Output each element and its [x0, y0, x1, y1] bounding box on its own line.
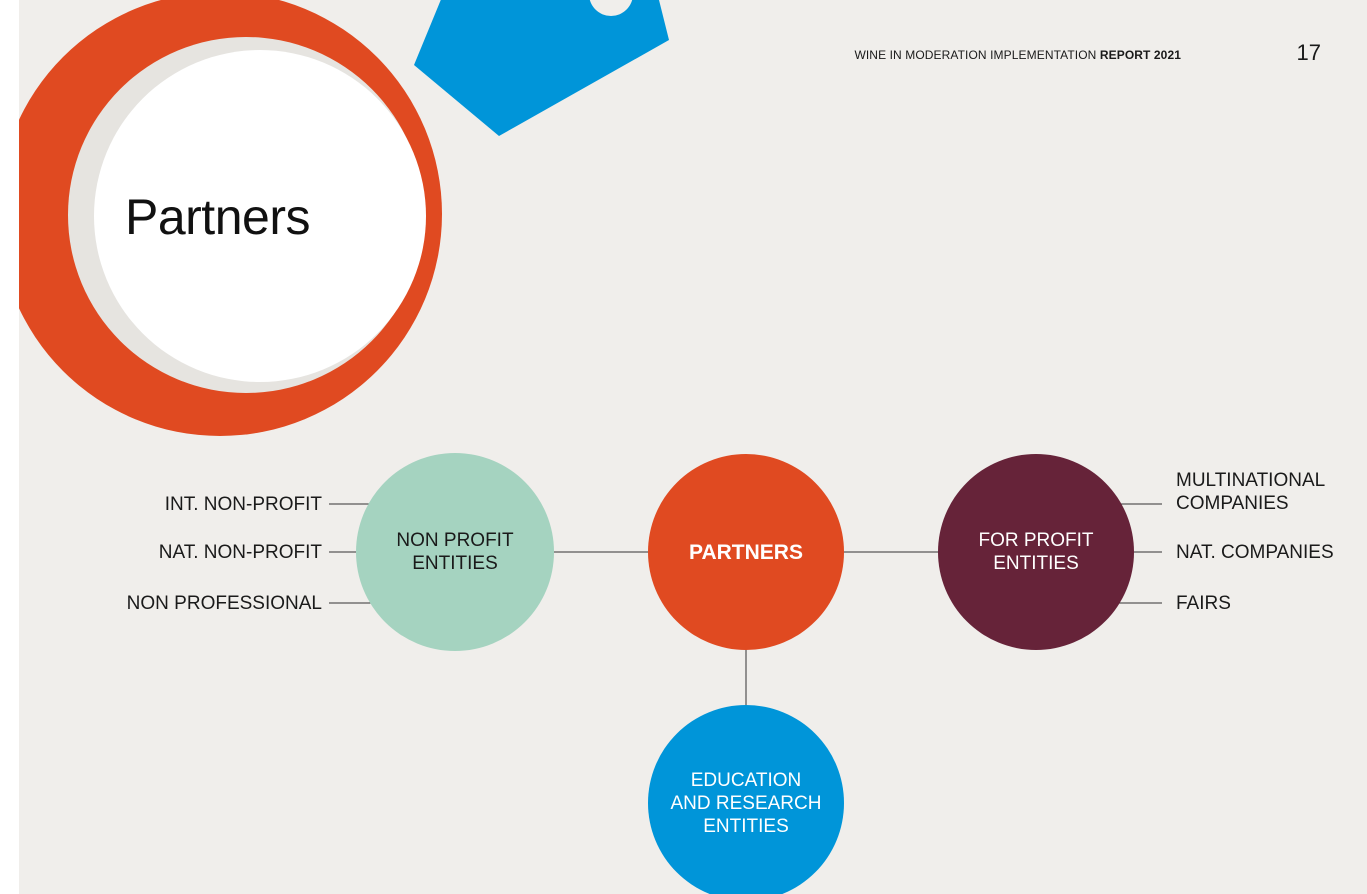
label-int-non-profit: INT. NON-PROFIT — [164, 494, 322, 515]
magnifier-handle — [414, 0, 669, 136]
report-title: WINE IN MODERATION IMPLEMENTATION — [854, 48, 1097, 62]
label-non-professional: NON PROFESSIONAL — [126, 593, 322, 614]
report-header: WINE IN MODERATION IMPLEMENTATION REPORT… — [854, 48, 1181, 62]
page-number: 17 — [1296, 40, 1321, 65]
label-multinational-companies: MULTINATIONAL COMPANIES — [1176, 470, 1326, 514]
label-nat-non-profit: NAT. NON-PROFIT — [158, 542, 322, 563]
node-for-profit-label: FOR PROFIT ENTITIES — [978, 530, 1094, 574]
diagram-connectors — [329, 503, 1162, 707]
label-fairs: FAIRS — [1176, 593, 1231, 614]
node-non-profit-label: NON PROFIT ENTITIES — [396, 530, 514, 574]
node-education-research-entities: EDUCATION AND RESEARCH ENTITIES — [648, 705, 844, 894]
magnifying-glass-icon — [19, 0, 669, 436]
label-nat-companies: NAT. COMPANIES — [1176, 542, 1334, 563]
page-title: Partners — [125, 189, 310, 245]
report-year: REPORT 2021 — [1099, 48, 1181, 62]
node-non-profit-entities: NON PROFIT ENTITIES — [356, 453, 554, 651]
node-partners: PARTNERS — [648, 454, 844, 650]
node-education-label: EDUCATION AND RESEARCH ENTITIES — [670, 769, 822, 837]
report-page: WINE IN MODERATION IMPLEMENTATION REPORT… — [19, 0, 1367, 894]
node-for-profit-entities: FOR PROFIT ENTITIES — [938, 454, 1134, 650]
node-partners-label: PARTNERS — [689, 540, 803, 564]
